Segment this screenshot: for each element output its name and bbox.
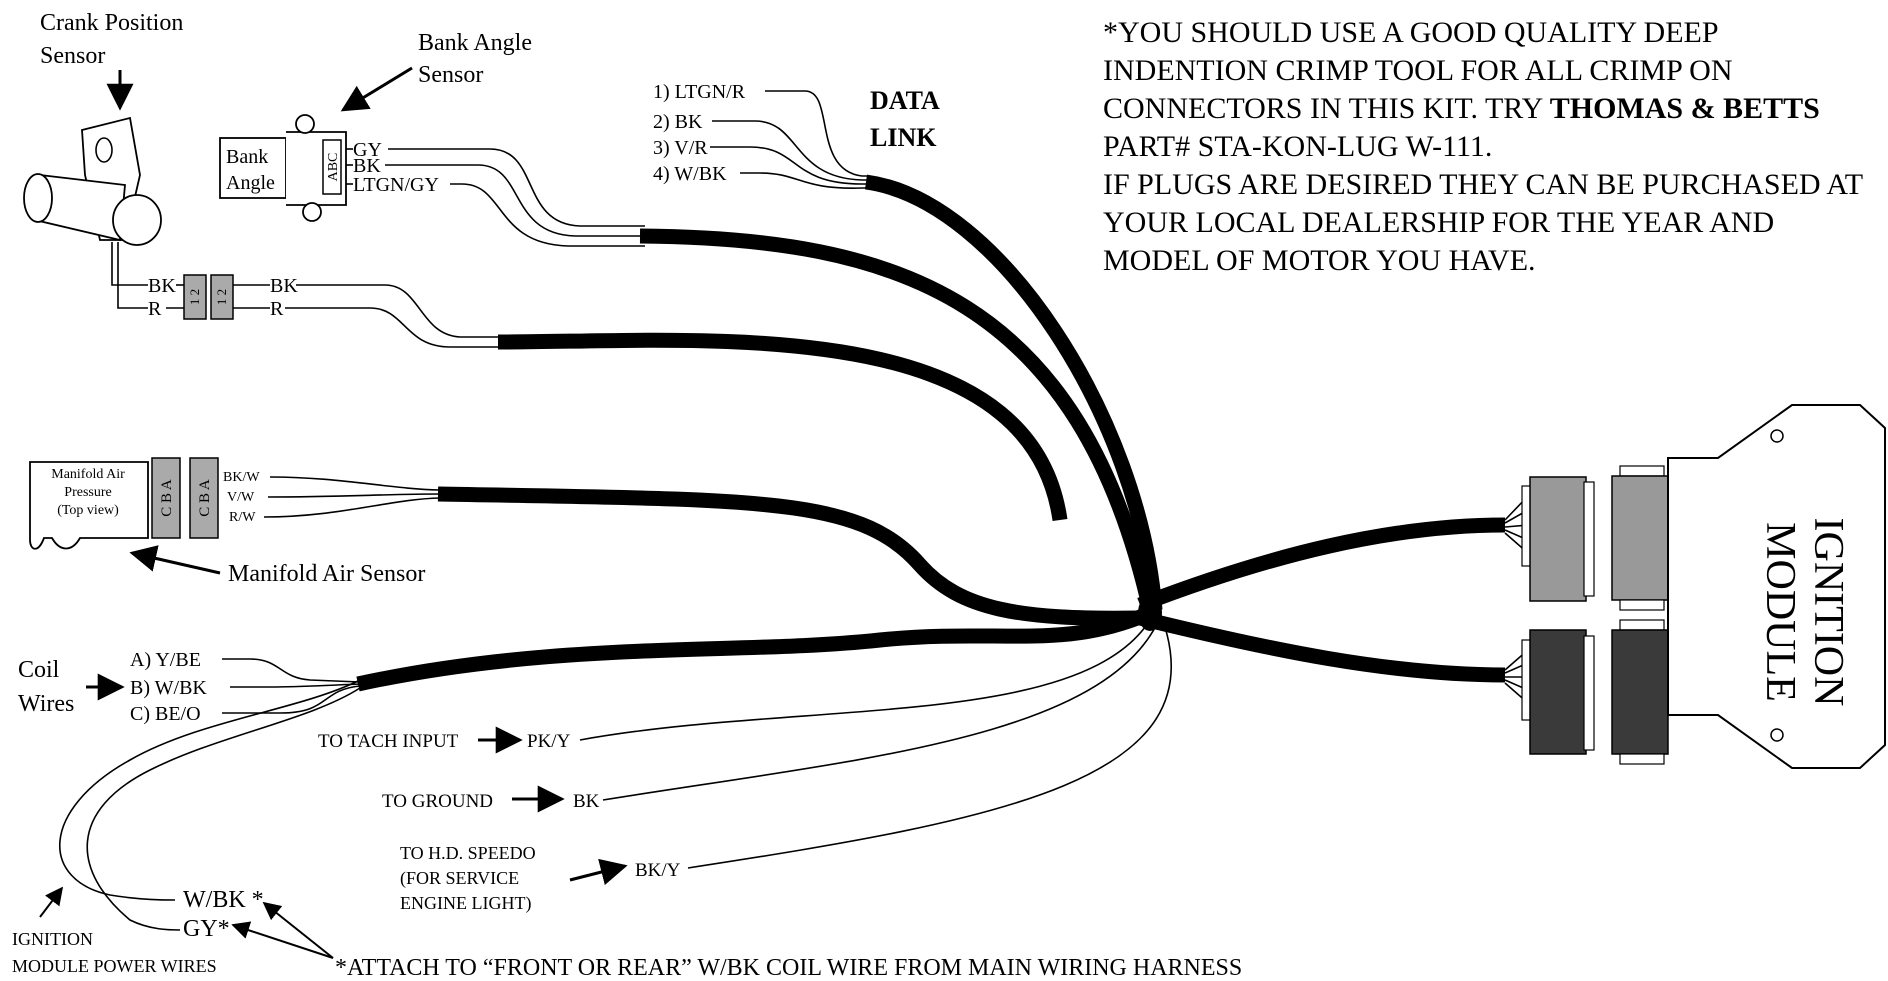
ignition-module: IGNITION MODULE [1667,404,1886,769]
datalink-wire-2: 2) BK [653,111,703,133]
plug-note-paragraph: IF PLUGS ARE DESIRED THEY CAN BE PURCHAS… [1103,168,1863,277]
map-box-label-3: (Top view) [57,503,119,518]
crimp-note-part: PART# STA-KON-LUG W-111. [1103,130,1493,163]
datalink-harness [864,174,1163,611]
bank-sensor-title-2: Sensor [418,62,483,88]
crank-wire-r-label-2: R [270,298,284,320]
bank-wire-ltgn-gy: LTGN/GY [353,174,439,196]
map-wire-r-w: R/W [229,510,256,525]
power-label-1: IGNITION [12,929,93,949]
map-wire-bk-w: BK/W [223,470,260,485]
bank-angle-harness [639,228,1158,612]
coil-wire-a: A) Y/BE [130,649,201,671]
crank-wire-r-1 [117,242,148,309]
ground-wire: BK [573,791,600,812]
coil-wire-c: C) BE/O [130,703,201,725]
map-callout: Manifold Air Sensor [228,561,425,587]
attach-arrow-2 [231,921,334,959]
module-plug-upper [1521,465,1669,611]
module-plug-lower [1521,619,1669,765]
crank-wire-bk-label: BK [148,275,176,297]
map-harness [437,486,1141,626]
module-title-2: MODULE [1757,522,1803,702]
crimp-note-paragraph: *YOU SHOULD USE A GOOD QUALITY DEEP INDE… [1103,14,1883,166]
attach-arrow-1 [262,901,334,959]
bank-pins-label: ABC [326,153,341,182]
crank-harness [497,332,1068,522]
coil-label-1: Coil [18,657,60,683]
map-wire-v-w: V/W [227,490,255,505]
crank-sensor-body [112,194,162,246]
module-title-1: IGNITION [1805,518,1851,707]
ground-label: TO GROUND [382,791,493,812]
crank-wire-r-label: R [148,298,162,320]
crank-sensor-title-1: Crank Position [40,10,183,36]
speedo-label-2: (FOR SERVICE [400,868,519,889]
bank-wire-gy: GY [353,139,382,161]
coil-harness [356,608,1148,692]
crank-connector-b-pins: 1 2 [214,289,229,305]
crank-connector-a [183,274,207,320]
datalink-wire-1: 1) LTGN/R [653,81,746,103]
coil-label-2: Wires [18,691,74,717]
crank-position-sensor: Crank Position Sensor [23,10,183,246]
map-box-label-2: Pressure [64,485,111,500]
bank-sensor-arrow [340,66,413,112]
datalink-title-2: LINK [870,123,937,152]
crank-connector-b [210,274,234,320]
crank-sensor-title-2: Sensor [40,43,105,69]
crimp-note-text: *YOU SHOULD USE A GOOD QUALITY DEEP INDE… [1103,16,1733,125]
bank-angle-sensor: Bank Angle ABC [219,114,347,222]
datalink-wire-3: 3) V/R [653,137,708,159]
ground-wire-line [602,621,1159,801]
power-callout-arrow [39,886,64,918]
map-connector-pins-b: C B A [197,479,213,517]
speedo-arrow [569,858,628,886]
crank-sensor-hole [95,137,113,163]
speedo-label-3: ENGINE LIGHT) [400,893,531,914]
bank-box-label-2: Angle [226,172,275,194]
bank-wire-bk: BK [353,155,381,177]
power-wire-gy: GY* [183,916,230,942]
crimp-tool-note: *YOU SHOULD USE A GOOD QUALITY DEEP INDE… [1103,14,1883,280]
module-harness-upper [1137,517,1506,613]
map-box-label-1: Manifold Air [51,467,125,482]
crank-wire-bk-1 [111,242,148,286]
coil-wire-b: B) W/BK [130,677,207,699]
speedo-wire: BK/Y [635,860,681,881]
speedo-label-1: TO H.D. SPEEDO [400,843,536,863]
speedo-wire-line [687,617,1173,869]
attach-note: *ATTACH TO “FRONT OR REAR” W/BK COIL WIR… [335,955,1242,981]
tach-wire: PK/Y [527,731,571,752]
datalink-wire-4: 4) W/BK [653,163,727,185]
manifold-air-pressure-sensor: Manifold Air Pressure (Top view) C B A C… [29,457,219,550]
datalink-title-1: DATA [870,86,940,115]
map-connector-pins-a: C B A [159,479,175,517]
crank-connector-a-pins: 1 2 [187,289,202,305]
crimp-note-brand: THOMAS & BETTS [1549,92,1820,125]
module-harness-lower [1138,610,1506,683]
bank-sensor-title-1: Bank Angle [418,30,532,56]
power-wire-wbk: W/BK * [183,887,264,913]
crank-wire-bk-label-2: BK [270,275,298,297]
tach-wire-line [579,619,1151,741]
tach-label: TO TACH INPUT [318,731,459,752]
bank-box-label-1: Bank [226,146,268,168]
map-callout-arrow [129,545,221,575]
power-label-2: MODULE POWER WIRES [12,956,217,976]
